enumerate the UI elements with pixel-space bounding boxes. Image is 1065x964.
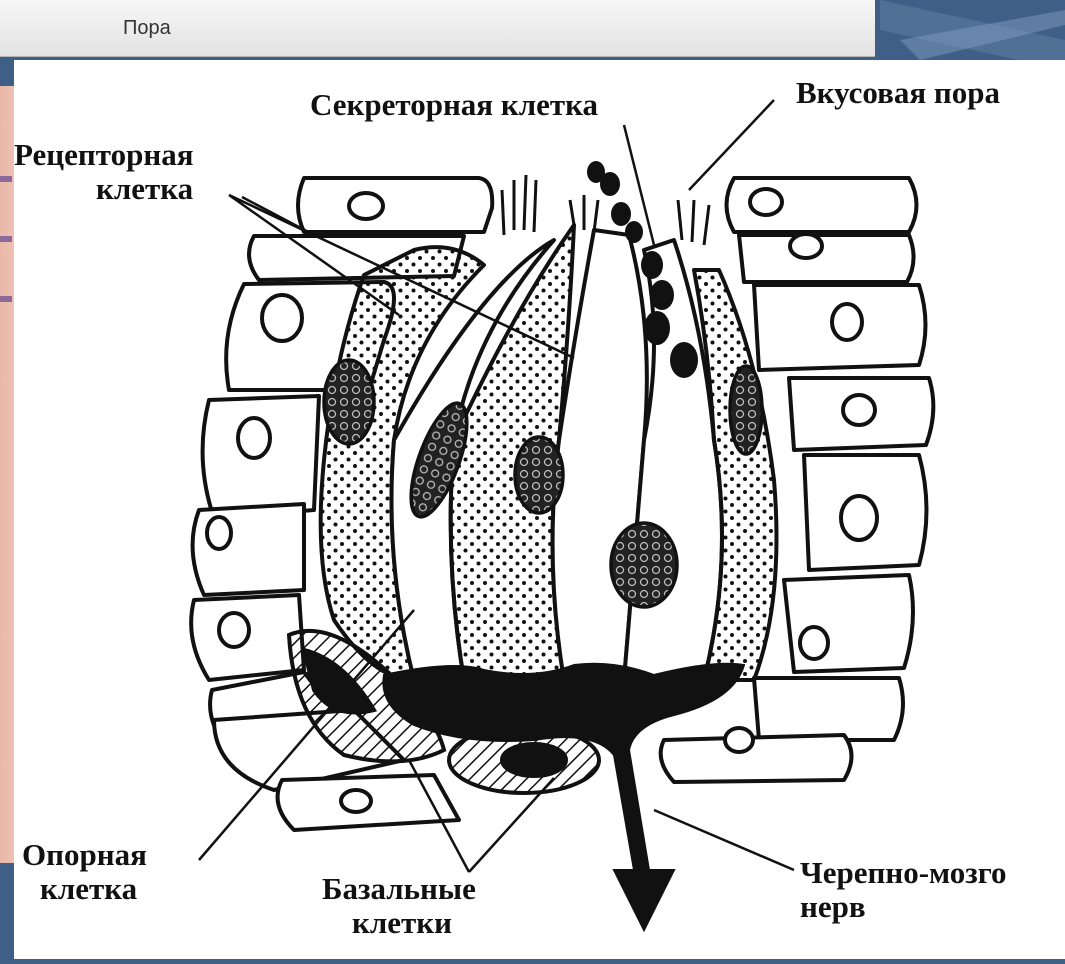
label-taste-pore: Вкусовая пора [796, 76, 1000, 109]
label-basal-cells-line1: Базальные [322, 872, 476, 905]
label-receptor-cell-line1: Рецепторная [14, 138, 193, 171]
label-support-cell-line1: Опорная [22, 838, 147, 871]
label-receptor-cell-line2: клетка [96, 172, 193, 205]
taste-bud-figure: Секреторная клетка Вкусовая пора Рецепто… [14, 60, 1065, 959]
window-title-bar[interactable]: Пора [0, 0, 875, 57]
label-support-cell-line2: клетка [40, 872, 137, 905]
window-title: Пора [123, 17, 171, 40]
label-secretory-cell: Секреторная клетка [310, 88, 598, 121]
label-basal-cells-line2: клетки [352, 906, 452, 939]
label-cranial-nerve-line2: нерв [800, 890, 866, 923]
label-cranial-nerve-line1: Черепно-мозго [800, 856, 1007, 889]
